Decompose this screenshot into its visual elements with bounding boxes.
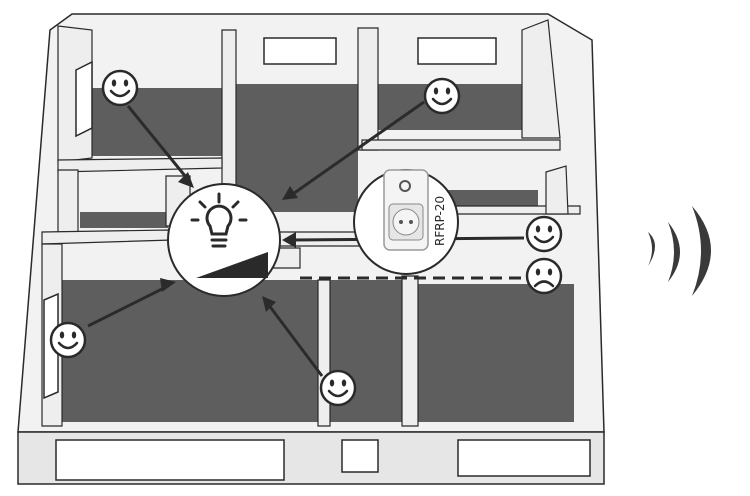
arrow-from-bottom	[266, 303, 324, 377]
arrow-from-left	[87, 284, 169, 328]
repeater-device: RFRP-20	[353, 169, 459, 275]
sad-face-icon	[525, 257, 563, 295]
happy-face-icon	[319, 369, 357, 407]
face-markers	[49, 69, 563, 407]
floor-hall-left	[80, 212, 168, 228]
front-window-right	[457, 439, 591, 477]
arrow-from-top-right	[289, 100, 425, 198]
window-top-right	[417, 37, 497, 65]
light-bulb-icon	[190, 192, 248, 248]
device-label: RFRP-20	[433, 196, 447, 246]
happy-face-icon	[49, 321, 87, 359]
arrow-from-top-left	[126, 105, 192, 183]
happy-face-icon	[423, 77, 461, 115]
radio-waves-icon	[648, 206, 711, 296]
dimmer-level-icon	[196, 252, 268, 278]
arrow-heads	[160, 172, 298, 312]
light-hub	[167, 183, 281, 297]
window-left-upper	[75, 60, 93, 138]
floor-room-bottom-right	[418, 284, 574, 422]
front-door-window	[341, 439, 379, 473]
interior-walls	[41, 19, 581, 427]
window-top-middle	[263, 37, 337, 65]
floor-small-room	[432, 190, 538, 206]
floor-living-room	[52, 280, 318, 422]
front-window-left	[55, 439, 285, 481]
room-windows	[43, 37, 497, 400]
happy-face-icon	[525, 215, 563, 253]
floor-room-top-middle	[236, 84, 358, 212]
happy-face-icon	[101, 69, 139, 107]
